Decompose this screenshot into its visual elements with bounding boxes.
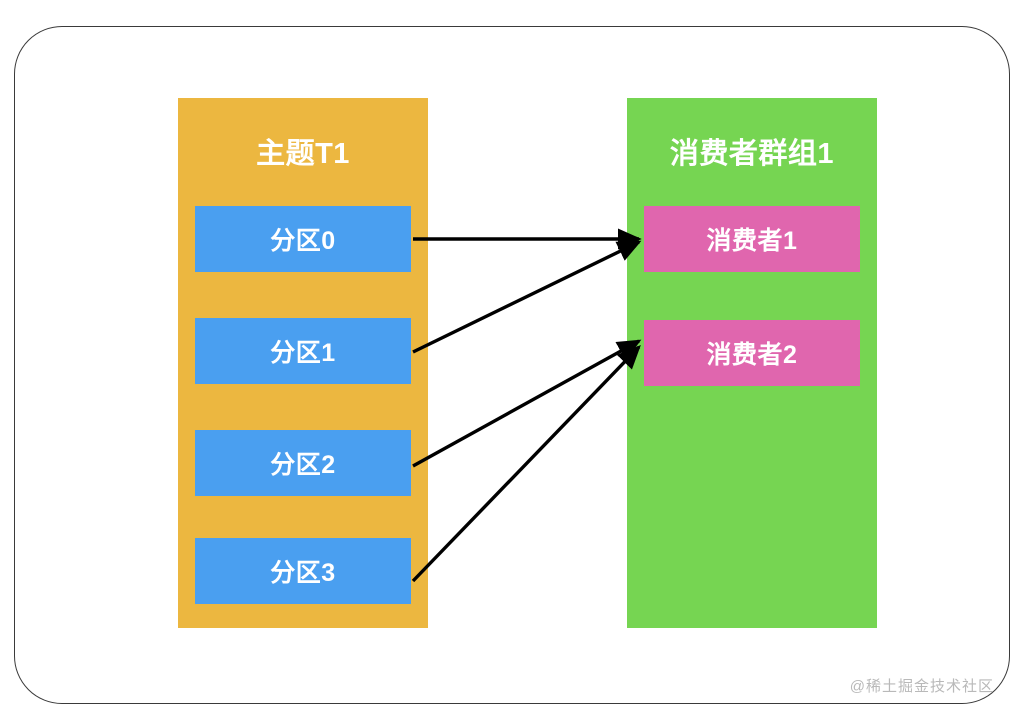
partition-box-2[interactable]: 分区2	[195, 430, 411, 496]
consumer-box-2[interactable]: 消费者2	[644, 320, 860, 386]
partition-box-0[interactable]: 分区0	[195, 206, 411, 272]
watermark-text: @稀土掘金技术社区	[849, 678, 994, 695]
topic-title: 主题T1	[256, 138, 350, 170]
topic-container: 主题T1 分区0 分区1 分区2 分区3	[178, 98, 428, 628]
consumer-box-1[interactable]: 消费者1	[644, 206, 860, 272]
consumer-group-title: 消费者群组1	[669, 138, 835, 170]
partition-box-3[interactable]: 分区3	[195, 538, 411, 604]
consumer-group-container: 消费者群组1 消费者1 消费者2	[627, 98, 877, 628]
partition-box-1[interactable]: 分区1	[195, 318, 411, 384]
